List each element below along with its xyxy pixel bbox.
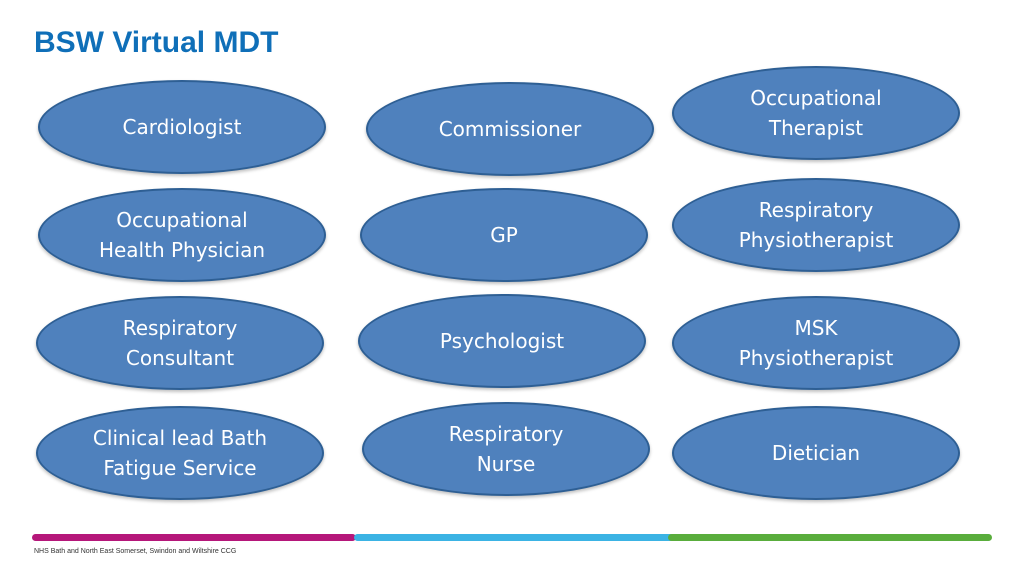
footer-org-name: NHS Bath and North East Somerset, Swindo… <box>34 548 237 555</box>
role-node-respiratory-physiotherapist: Respiratory Physiotherapist <box>672 178 960 272</box>
role-label: Clinical lead Bath Fatigue Service <box>92 426 268 480</box>
role-label: Respiratory Physiotherapist <box>738 198 894 252</box>
brand-bar-magenta <box>32 534 356 541</box>
role-node-respiratory-nurse: Respiratory Nurse <box>362 402 650 496</box>
role-label: Occupational Health Physician <box>98 208 266 262</box>
role-node-occupational-health-physician: Occupational Health Physician <box>38 188 326 282</box>
role-node-dietician: Dietician <box>672 406 960 500</box>
role-label: Cardiologist <box>122 115 242 139</box>
role-label: Dietician <box>771 441 861 465</box>
role-node-cardiologist: Cardiologist <box>38 80 326 174</box>
role-label: Respiratory Nurse <box>448 422 564 476</box>
role-node-commissioner: Commissioner <box>366 82 654 176</box>
brand-bar-cyan <box>354 534 674 541</box>
role-label: Occupational Therapist <box>750 86 882 140</box>
role-label: Psychologist <box>439 329 565 353</box>
role-label: MSK Physiotherapist <box>738 316 894 370</box>
role-node-occupational-therapist: Occupational Therapist <box>672 66 960 160</box>
role-label: GP <box>490 223 518 247</box>
role-node-clinical-lead-fatigue: Clinical lead Bath Fatigue Service <box>36 406 324 500</box>
brand-bar-green <box>668 534 992 541</box>
role-label: Respiratory Consultant <box>122 316 238 370</box>
page-title: BSW Virtual MDT <box>34 26 279 59</box>
role-node-msk-physiotherapist: MSK Physiotherapist <box>672 296 960 390</box>
role-node-psychologist: Psychologist <box>358 294 646 388</box>
role-label: Commissioner <box>438 117 582 141</box>
role-node-respiratory-consultant: Respiratory Consultant <box>36 296 324 390</box>
role-node-gp: GP <box>360 188 648 282</box>
